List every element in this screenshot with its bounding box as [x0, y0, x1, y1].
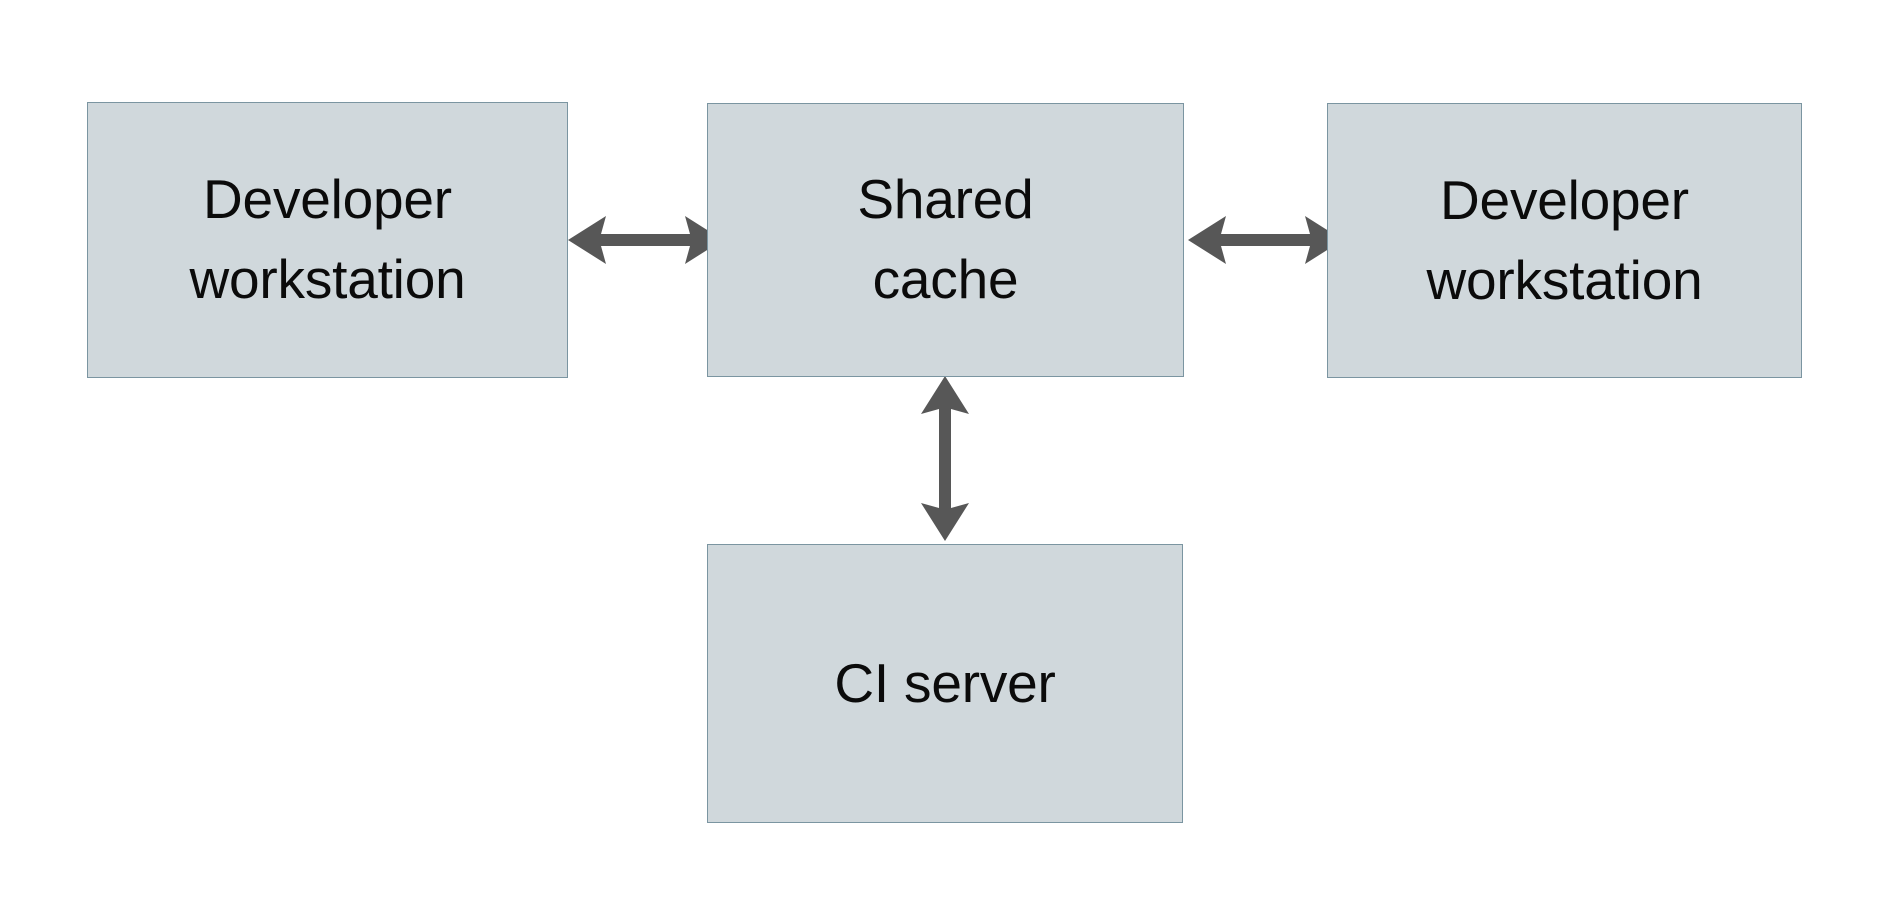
- node-label-ci-server: CI server: [834, 651, 1056, 714]
- node-developer-workstation-left[interactable]: Developer workstation: [87, 102, 568, 378]
- connector-shared-cache-to-dev-right: [1188, 216, 1343, 264]
- node-ci-server[interactable]: CI server: [707, 544, 1183, 823]
- connector-shared-cache-to-ci-server: [921, 376, 969, 541]
- node-shared-cache[interactable]: Shared cache: [707, 103, 1184, 377]
- node-developer-workstation-right[interactable]: Developer workstation: [1327, 103, 1802, 378]
- node-label-shared-cache: Shared cache: [857, 168, 1034, 310]
- connector-dev-left-to-shared-cache: [568, 216, 723, 264]
- node-label-developer-workstation-left: Developer workstation: [189, 168, 466, 310]
- node-label-developer-workstation-right: Developer workstation: [1426, 168, 1703, 311]
